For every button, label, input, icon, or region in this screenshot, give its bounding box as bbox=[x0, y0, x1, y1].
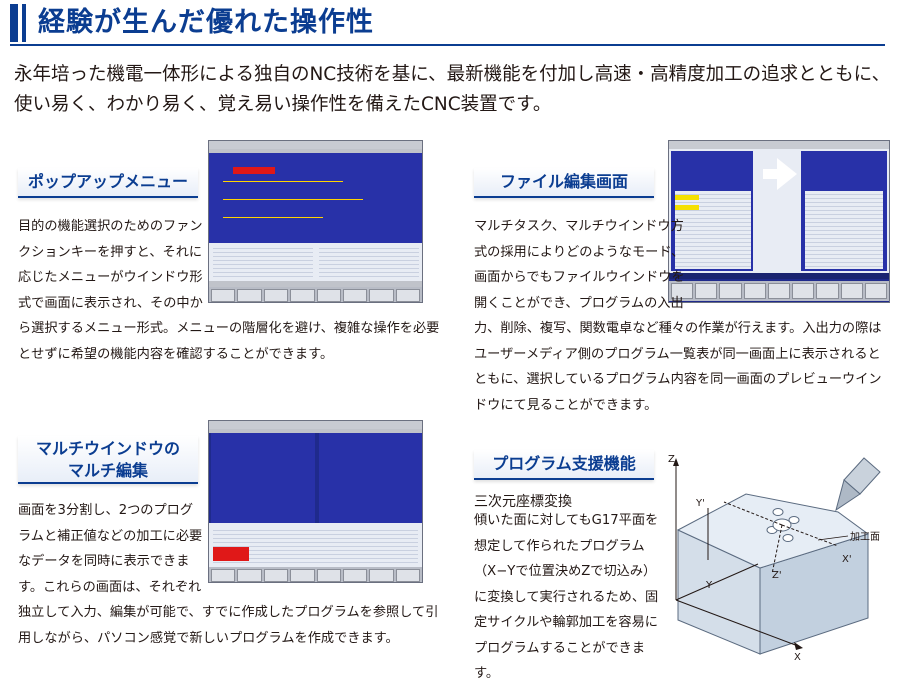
page-title: 経験が生んだ優れた操作性 bbox=[38, 7, 374, 38]
section-title-multi-window: マルチウインドウの マルチ編集 bbox=[18, 436, 198, 484]
section-title-multi-window-line1: マルチウインドウの bbox=[35, 439, 180, 458]
axis-label-z: Z bbox=[668, 454, 675, 465]
hole-4 bbox=[782, 534, 794, 542]
axis-label-y-prime: Y' bbox=[695, 498, 705, 509]
popup-menu-body-container: 目的の機能選択のためのファンクションキーを押すと、それに応じたメニューがウインド… bbox=[18, 214, 442, 364]
intro-text: 永年培った機電一体形による独自のNC技術を基に、最新機能を付加し高速・高精度加工… bbox=[14, 64, 891, 115]
section-title-popup-menu: ポップアップメニュー bbox=[18, 168, 198, 198]
workpiece-label: 加工面 bbox=[850, 531, 880, 543]
axis-label-x-prime: X' bbox=[842, 554, 852, 565]
multi-window-screenshot bbox=[208, 420, 423, 583]
section-title-program-support: プログラム支援機能 bbox=[474, 450, 654, 480]
header-divider bbox=[10, 44, 885, 46]
popup-menu-screenshot bbox=[208, 140, 423, 303]
section-title-file-edit: ファイル編集画面 bbox=[474, 168, 654, 198]
hole-1 bbox=[772, 508, 784, 516]
program-support-body-container: 傾いた面に対してもG17平面を想定して作られたプログラム（X−Yで位置決めZで切… bbox=[474, 508, 666, 681]
program-support-subtitle: 三次元座標変換 bbox=[474, 494, 572, 510]
hole-2 bbox=[788, 516, 800, 524]
cutting-tool-icon bbox=[835, 457, 881, 512]
axis-label-z-prime: Z' bbox=[772, 570, 782, 581]
program-support-body: 傾いた面に対してもG17平面を想定して作られたプログラム（X−Yで位置決めZで切… bbox=[474, 513, 659, 681]
file-edit-screenshot bbox=[668, 140, 890, 303]
header-accent-bar-thin bbox=[22, 4, 26, 42]
axis-label-x: X bbox=[794, 652, 801, 662]
axis-label-y: Y bbox=[705, 580, 713, 591]
coordinate-transform-diagram: Z Y' X' Z' Y X 加工面 bbox=[668, 454, 881, 662]
popup-menu-body: 目的の機能選択のためのファンクションキーを押すと、それに応じたメニューがウインド… bbox=[18, 219, 440, 362]
multi-window-body: 画面を3分割し、2つのプログラムと補正値などの加工に必要なデータを同時に表示でき… bbox=[18, 503, 439, 646]
file-edit-body: マルチタスク、マルチウインドウ方式の採用によりどのようなモード、画面からでもファ… bbox=[474, 219, 882, 413]
section-title-multi-window-line2: マルチ編集 bbox=[67, 461, 148, 480]
multi-window-body-container: 画面を3分割し、2つのプログラムと補正値などの加工に必要なデータを同時に表示でき… bbox=[18, 498, 442, 658]
header-accent-bar bbox=[10, 4, 18, 42]
file-edit-body-container: マルチタスク、マルチウインドウ方式の採用によりどのようなモード、画面からでもファ… bbox=[474, 214, 890, 414]
